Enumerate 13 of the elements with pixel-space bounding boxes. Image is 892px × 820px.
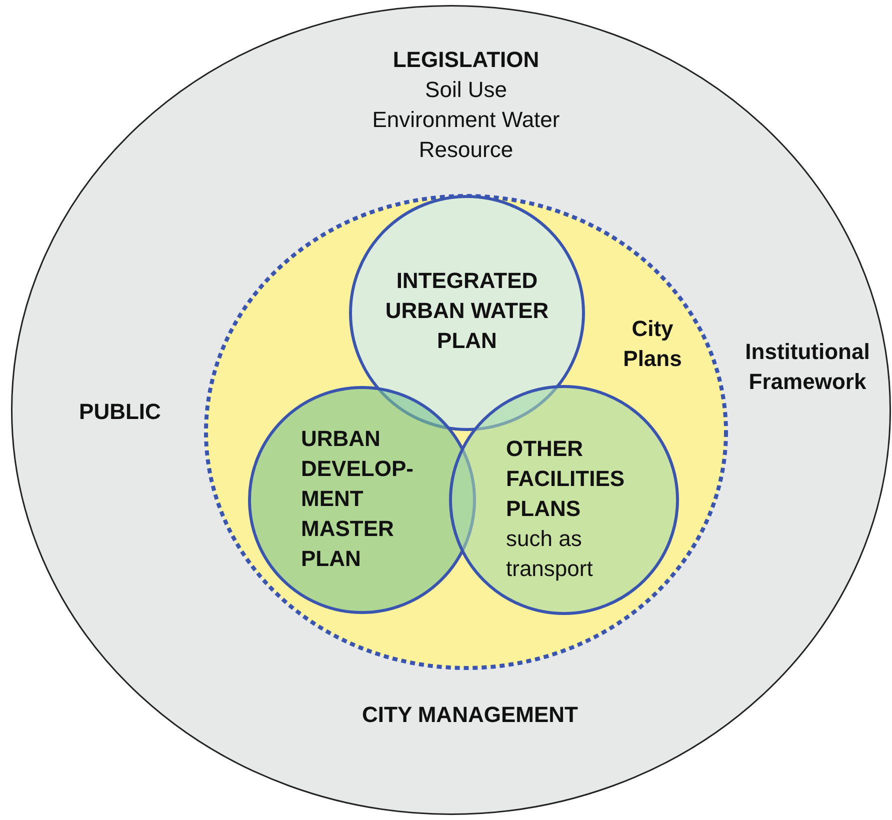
- venn-circle: [349, 195, 585, 431]
- dashed-ellipse: [204, 194, 728, 670]
- region-label: CITY MANAGEMENT: [361, 701, 579, 729]
- region-label: City Plans: [622, 315, 683, 373]
- body-text: Soil Use Environment Water Resource: [371, 76, 561, 164]
- region-label: URBAN DEVELOP- MENT MASTER PLAN: [301, 425, 414, 573]
- venn-circle: [449, 385, 679, 615]
- region-label: PUBLIC: [78, 398, 162, 426]
- heading-text: LEGISLATION: [392, 46, 540, 74]
- outer-ellipse: [11, 5, 891, 815]
- region-label: Institutional Framework: [744, 338, 871, 396]
- body-text: such as transport: [506, 525, 594, 583]
- region-label: INTEGRATED URBAN WATER PLAN: [384, 267, 550, 355]
